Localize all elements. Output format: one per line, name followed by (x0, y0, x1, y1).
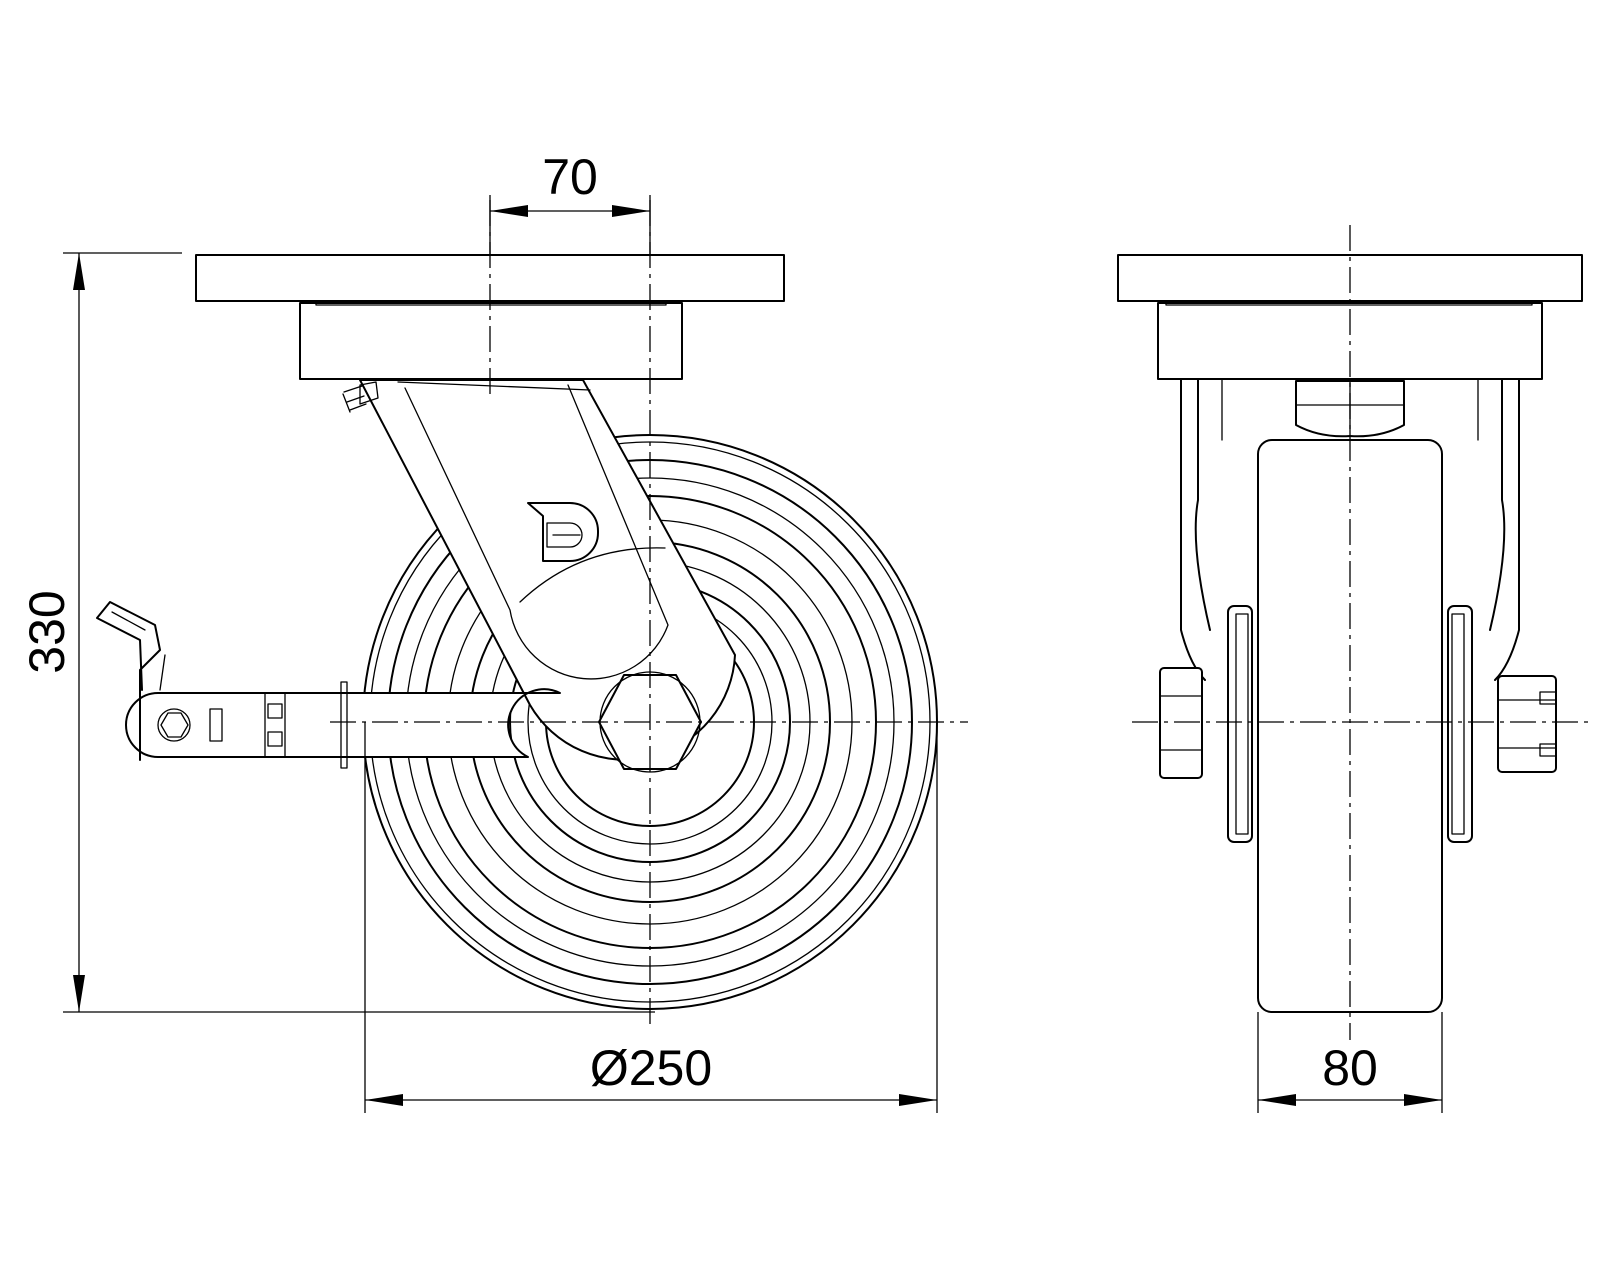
front-view (1117, 225, 1590, 1040)
dimension-label-80: 80 (1322, 1040, 1378, 1096)
dimension-label-70: 70 (542, 149, 598, 205)
center-lines-front (1132, 225, 1590, 1040)
dimension-overall-height: 330 (19, 252, 655, 1013)
dimension-pivot-offset: 70 (489, 149, 651, 255)
dimension-wheel-diameter: Ø250 (364, 722, 938, 1113)
dimension-wheel-width: 80 (1257, 1012, 1443, 1113)
brand-d-logo-icon (527, 502, 599, 562)
dimension-label-diameter: Ø250 (590, 1040, 712, 1096)
dimension-label-330: 330 (19, 590, 75, 673)
axle-bolt-front (1159, 667, 1557, 779)
grease-nipple-icon (342, 381, 379, 413)
brake-lever-icon (96, 601, 561, 769)
side-view (96, 200, 968, 1025)
hub-flanges (1227, 605, 1473, 843)
